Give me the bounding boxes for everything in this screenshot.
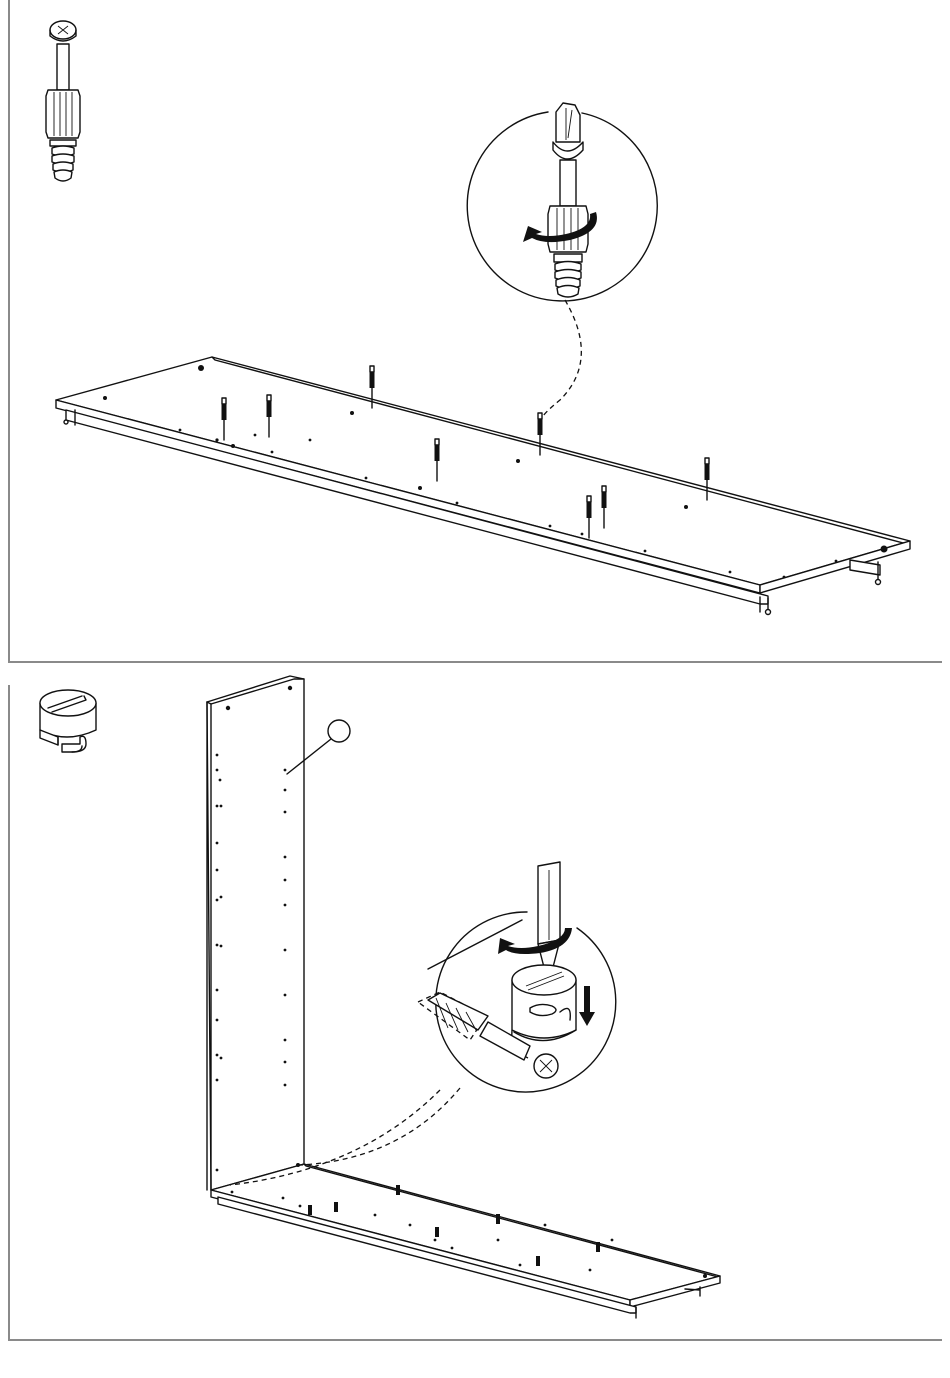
cam-bolt-detail-icon <box>548 206 588 297</box>
step-2-panel <box>8 685 942 1341</box>
screwdriver-icon <box>553 103 583 206</box>
bottom-panel-step-1 <box>56 357 910 615</box>
detail-leader-line-step-1 <box>540 300 581 420</box>
cam-bolt-icon <box>46 21 80 181</box>
detail-circle-step-1 <box>467 103 657 301</box>
